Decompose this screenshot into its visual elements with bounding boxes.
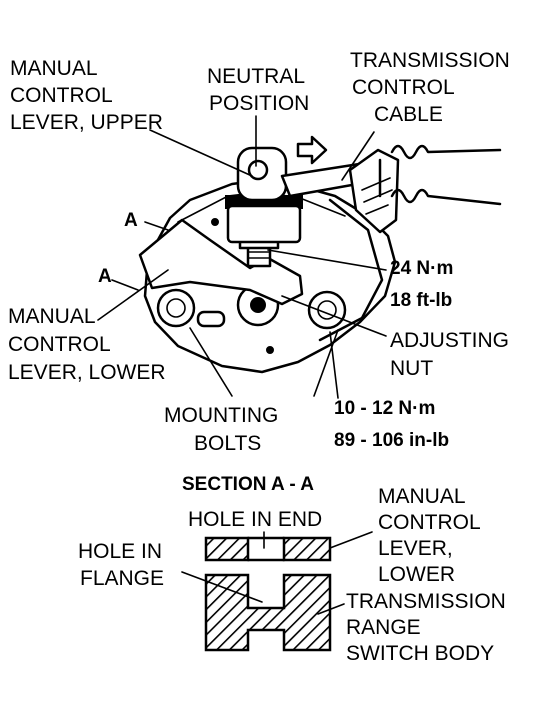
mounting-bolts-label: MOUNTING BOLTS [164, 404, 284, 455]
section-marker-a-upper: A [124, 210, 138, 231]
mounting-bolts-torque-label: 10 - 12 N·m 89 - 106 in-lb [334, 398, 449, 451]
lower-lever-section-label: MANUAL CONTROL LEVER, LOWER [378, 485, 486, 586]
adjusting-nut-label: ADJUSTING NUT [390, 329, 515, 380]
leader-lines [97, 115, 387, 399]
switch-body-section-label: TRANSMISSION RANGE SWITCH BODY [346, 590, 512, 665]
range-switch-assembly [138, 135, 502, 374]
section-a-a-drawing [181, 531, 373, 652]
transmission-control-cable-label: TRANSMISSION CONTROL CABLE [350, 49, 516, 126]
hole-in-flange-label: HOLE IN FLANGE [78, 540, 168, 590]
manual-lever-lower-label: MANUAL CONTROL LEVER, LOWER [8, 305, 166, 384]
section-title: SECTION A - A [182, 474, 314, 495]
section-marker-a-lower: A [98, 266, 112, 287]
hole-in-end-label: HOLE IN END [188, 508, 322, 531]
manual-lever-upper-label: MANUAL CONTROL LEVER, UPPER [10, 57, 163, 134]
adjusting-nut-torque-label: 24 N·m 18 ft-lb [390, 258, 459, 311]
neutral-position-label: NEUTRAL POSITION [207, 65, 310, 115]
